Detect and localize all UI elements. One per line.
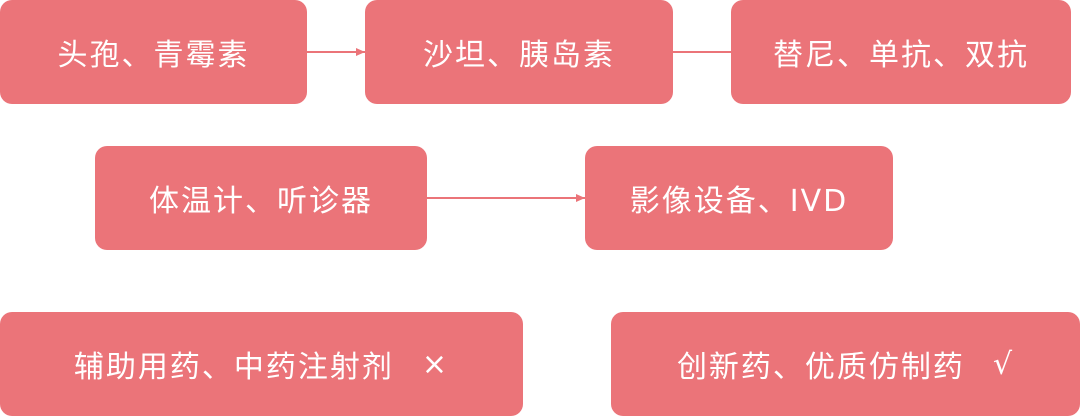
- row1-box1-label: 头孢、青霉素: [57, 38, 250, 73]
- row3-box-auxiliary-tcm-injection: 辅助用药、中药注射剂 ×: [0, 312, 523, 416]
- row1-box-cephalosporin-penicillin: 头孢、青霉素: [0, 0, 307, 104]
- row1-box-tinib-antibodies: 替尼、单抗、双抗: [731, 0, 1071, 104]
- cross-mark-icon: ×: [421, 346, 450, 382]
- row2-box-imaging-ivd: 影像设备、IVD: [585, 146, 893, 250]
- row3-left-label: 辅助用药、中药注射剂: [73, 350, 394, 385]
- check-mark-icon: √: [992, 346, 1015, 382]
- row2-box2-label: 影像设备、IVD: [629, 184, 849, 219]
- row3-right-label: 创新药、优质仿制药: [676, 350, 965, 385]
- row1-box-sartan-insulin: 沙坦、胰岛素: [365, 0, 673, 104]
- row2-box1-label: 体温计、听诊器: [149, 184, 373, 219]
- row3-box-innovative-quality-generics: 创新药、优质仿制药 √: [611, 312, 1080, 416]
- row2-box-thermometer-stethoscope: 体温计、听诊器: [95, 146, 427, 250]
- row1-box3-label: 替尼、单抗、双抗: [773, 38, 1029, 73]
- row1-box2-label: 沙坦、胰岛素: [423, 38, 615, 73]
